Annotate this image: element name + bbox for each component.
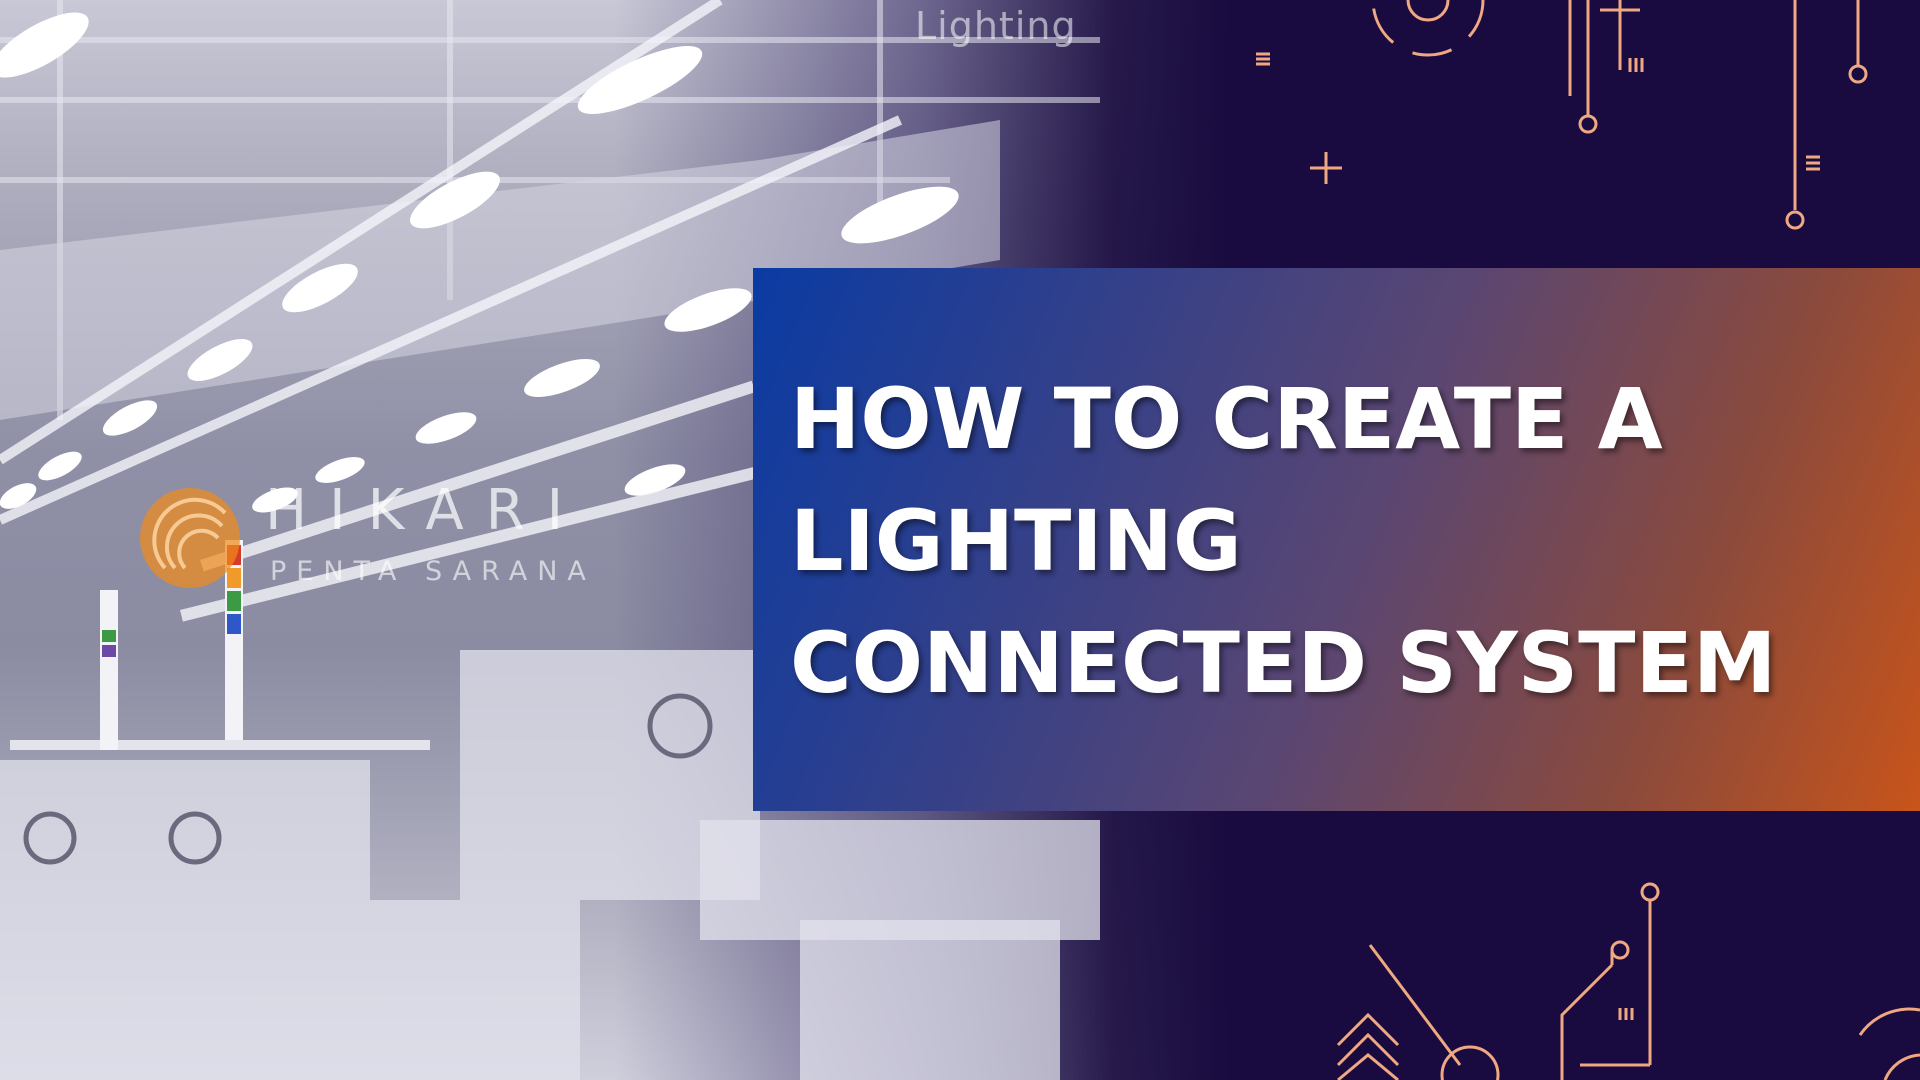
headline-line-2: LIGHTING (790, 492, 1242, 590)
logo-tagline: PENTA SARANA (270, 556, 596, 587)
headline-panel (753, 268, 1920, 811)
headline-line-3: CONNECTED SYSTEM (790, 614, 1777, 712)
headline: HOW TO CREATE A LIGHTING CONNECTED SYSTE… (790, 358, 1890, 724)
signal-waves-icon (140, 488, 240, 588)
hikari-logo: HIKARI PENTA SARANA (130, 478, 610, 598)
logo-name: HIKARI (265, 478, 586, 543)
top-tag: Lighting (915, 4, 1077, 48)
headline-line-1: HOW TO CREATE A (790, 370, 1663, 468)
